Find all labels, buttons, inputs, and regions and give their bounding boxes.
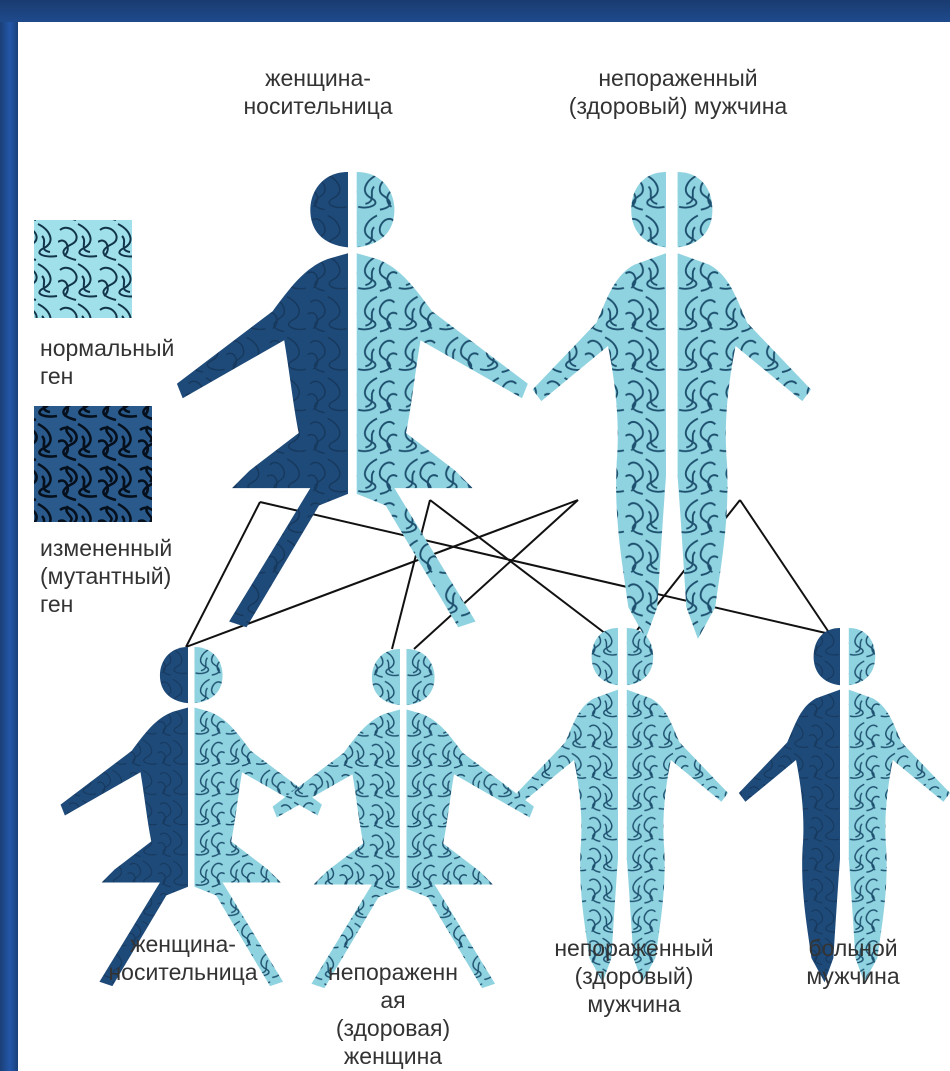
child-4-label: больной мужчина — [778, 934, 928, 990]
father-label-text: непораженный (здоровый) мужчина — [568, 65, 788, 119]
father-label: непораженный (здоровый) мужчина — [518, 64, 838, 120]
child-3-label: непораженный (здоровый) мужчина — [514, 934, 754, 1018]
mutant-gene-label: измененный (мутантный) ген — [40, 534, 240, 618]
inheritance-lines — [185, 499, 831, 650]
child-1-label: женщина- носительница — [78, 930, 288, 986]
child-2-label-text: непораженн ая (здоровая) женщина — [328, 959, 458, 1069]
child-healthy-son-figure — [516, 628, 728, 983]
mother-label: женщина- носительница — [228, 64, 408, 120]
slide-top-border — [0, 0, 950, 22]
child-3-label-text: непораженный (здоровый) мужчина — [554, 935, 714, 1017]
normal-gene-swatch — [34, 220, 132, 318]
child-1-label-text: женщина- носительница — [108, 931, 258, 985]
mutant-gene-label-text: измененный (мутантный) ген — [40, 535, 173, 617]
child-healthy-daughter-figure — [272, 649, 534, 989]
child-affected-son-figure — [738, 628, 950, 983]
inheritance-diagram — [34, 172, 950, 989]
child-2-label: непораженн ая (здоровая) женщина — [308, 958, 478, 1070]
slide-canvas: женщина- носительница непораженный (здор… — [18, 22, 950, 1071]
father-healthy-figure — [532, 172, 811, 639]
child-4-label-text: больной мужчина — [806, 935, 900, 989]
normal-gene-label-text: нормальный ген — [40, 335, 175, 389]
mutant-gene-swatch — [34, 406, 152, 522]
normal-gene-label: нормальный ген — [40, 334, 240, 390]
mother-label-text: женщина- носительница — [243, 65, 393, 119]
